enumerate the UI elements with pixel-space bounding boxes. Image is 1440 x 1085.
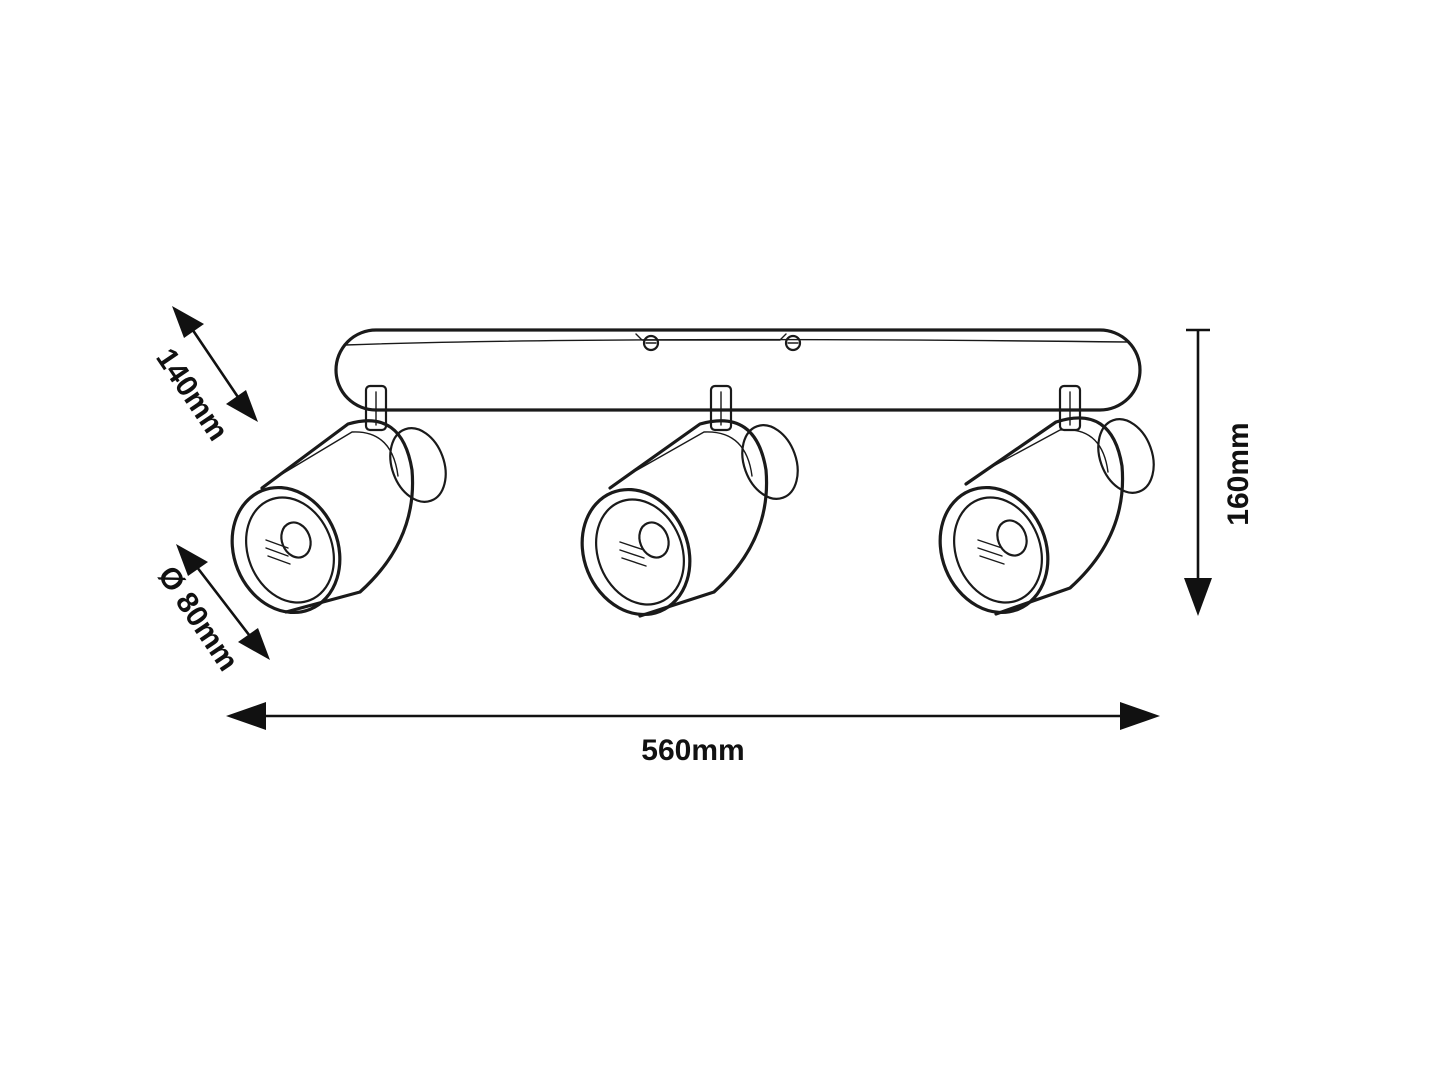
spotlight-middle-back-cap <box>741 424 799 500</box>
spotlight-left-bulb-socket <box>280 521 312 559</box>
spotlight-right-back-cap <box>1097 418 1155 494</box>
spotlight-left <box>230 384 447 615</box>
spotlight-right-body-inner <box>985 429 1109 473</box>
height-arrow-end <box>1184 578 1212 616</box>
width-dimension: 560mm <box>226 702 1160 767</box>
depth-dimension: 140mm <box>149 306 258 447</box>
mounting-bar <box>334 328 1142 412</box>
spotlight-left-back-cap <box>389 427 447 503</box>
spotlight-left-body <box>260 419 415 614</box>
depth-label: 140mm <box>149 343 234 447</box>
depth-arrow-end <box>226 390 258 422</box>
spotlight-middle-bracket <box>709 384 733 432</box>
spotlight-middle <box>580 384 799 618</box>
spotlight-right-rim <box>938 485 1050 615</box>
spotlight-right-rim-inner <box>953 496 1043 604</box>
spotlight-middle-rim-inner <box>595 498 685 606</box>
depth-dimension-line <box>184 319 246 407</box>
diameter-arrow-start <box>176 544 208 576</box>
screw-right <box>784 334 802 352</box>
height-dimension: 160mm <box>1184 328 1255 616</box>
width-label: 560mm <box>641 734 744 767</box>
width-arrow-start <box>226 702 266 730</box>
depth-arrow-start <box>172 306 204 338</box>
spotlight-middle-bulb-socket <box>638 521 670 559</box>
mounting-bar-plate-seam <box>635 333 787 341</box>
diameter-arrow-end <box>238 628 270 660</box>
width-arrow-end <box>1120 702 1160 730</box>
spotlight-right <box>938 384 1155 616</box>
height-label: 160mm <box>1222 422 1255 525</box>
spotlight-left-bracket <box>364 384 388 432</box>
spotlight-right-body <box>964 416 1125 616</box>
diameter-dimension: Ø 80mm <box>151 544 270 677</box>
diameter-label: Ø 80mm <box>151 560 245 677</box>
spotlight-left-rim-inner <box>245 496 335 604</box>
screw-left <box>642 334 660 352</box>
spotlight-middle-body-inner <box>629 431 753 477</box>
spotlight-left-body-inner <box>281 431 399 477</box>
diameter-dimension-line <box>188 557 258 645</box>
spotlight-middle-rim <box>580 487 692 617</box>
spotlight-left-rim <box>230 485 342 615</box>
mounting-bar-body <box>334 328 1142 412</box>
spotlight-right-bulb-socket <box>996 519 1028 557</box>
spotlight-middle-body <box>608 419 769 618</box>
